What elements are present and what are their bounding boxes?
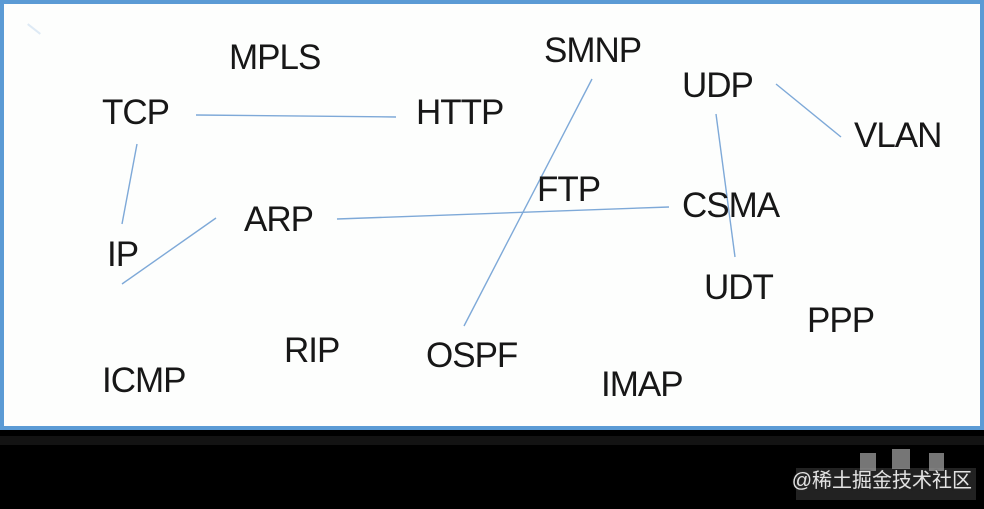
node-label-smnp: SMNP: [544, 31, 642, 70]
node-label-icmp: ICMP: [102, 361, 186, 400]
watermark-artifact: [860, 453, 876, 471]
diagram-canvas: MPLS TCP HTTP SMNP UDP VLAN FTP CSMA ARP IP UDT PPP…: [0, 0, 984, 430]
watermark-area: @稀土掘金技术社区: [791, 449, 976, 500]
node-label-http: HTTP: [416, 93, 504, 132]
node-label-vlan: VLAN: [854, 116, 942, 155]
node-label-udp: UDP: [682, 66, 754, 105]
watermark-artifact: [796, 468, 976, 500]
node-label-rip: RIP: [284, 331, 340, 370]
compression-streak: [0, 436, 984, 445]
node-label-udt: UDT: [704, 268, 774, 307]
watermark-artifact: [929, 453, 944, 471]
letterbox-bottom: @稀土掘金技术社区: [0, 430, 984, 509]
node-label-ip: IP: [107, 235, 139, 274]
node-label-mpls: MPLS: [229, 38, 321, 77]
node-label-tcp: TCP: [102, 93, 170, 132]
node-label-imap: IMAP: [601, 365, 684, 404]
watermark-text: @稀土掘金技术社区: [791, 470, 972, 492]
node-label-ppp: PPP: [807, 301, 875, 340]
watermark-artifact: [892, 449, 910, 469]
node-label-ospf: OSPF: [426, 336, 518, 375]
node-label-csma: CSMA: [682, 186, 780, 225]
node-label-arp: ARP: [244, 200, 314, 239]
node-label-ftp: FTP: [537, 170, 601, 209]
node-layer: MPLS TCP HTTP SMNP UDP VLAN FTP CSMA ARP IP UDT PPP…: [4, 4, 984, 434]
